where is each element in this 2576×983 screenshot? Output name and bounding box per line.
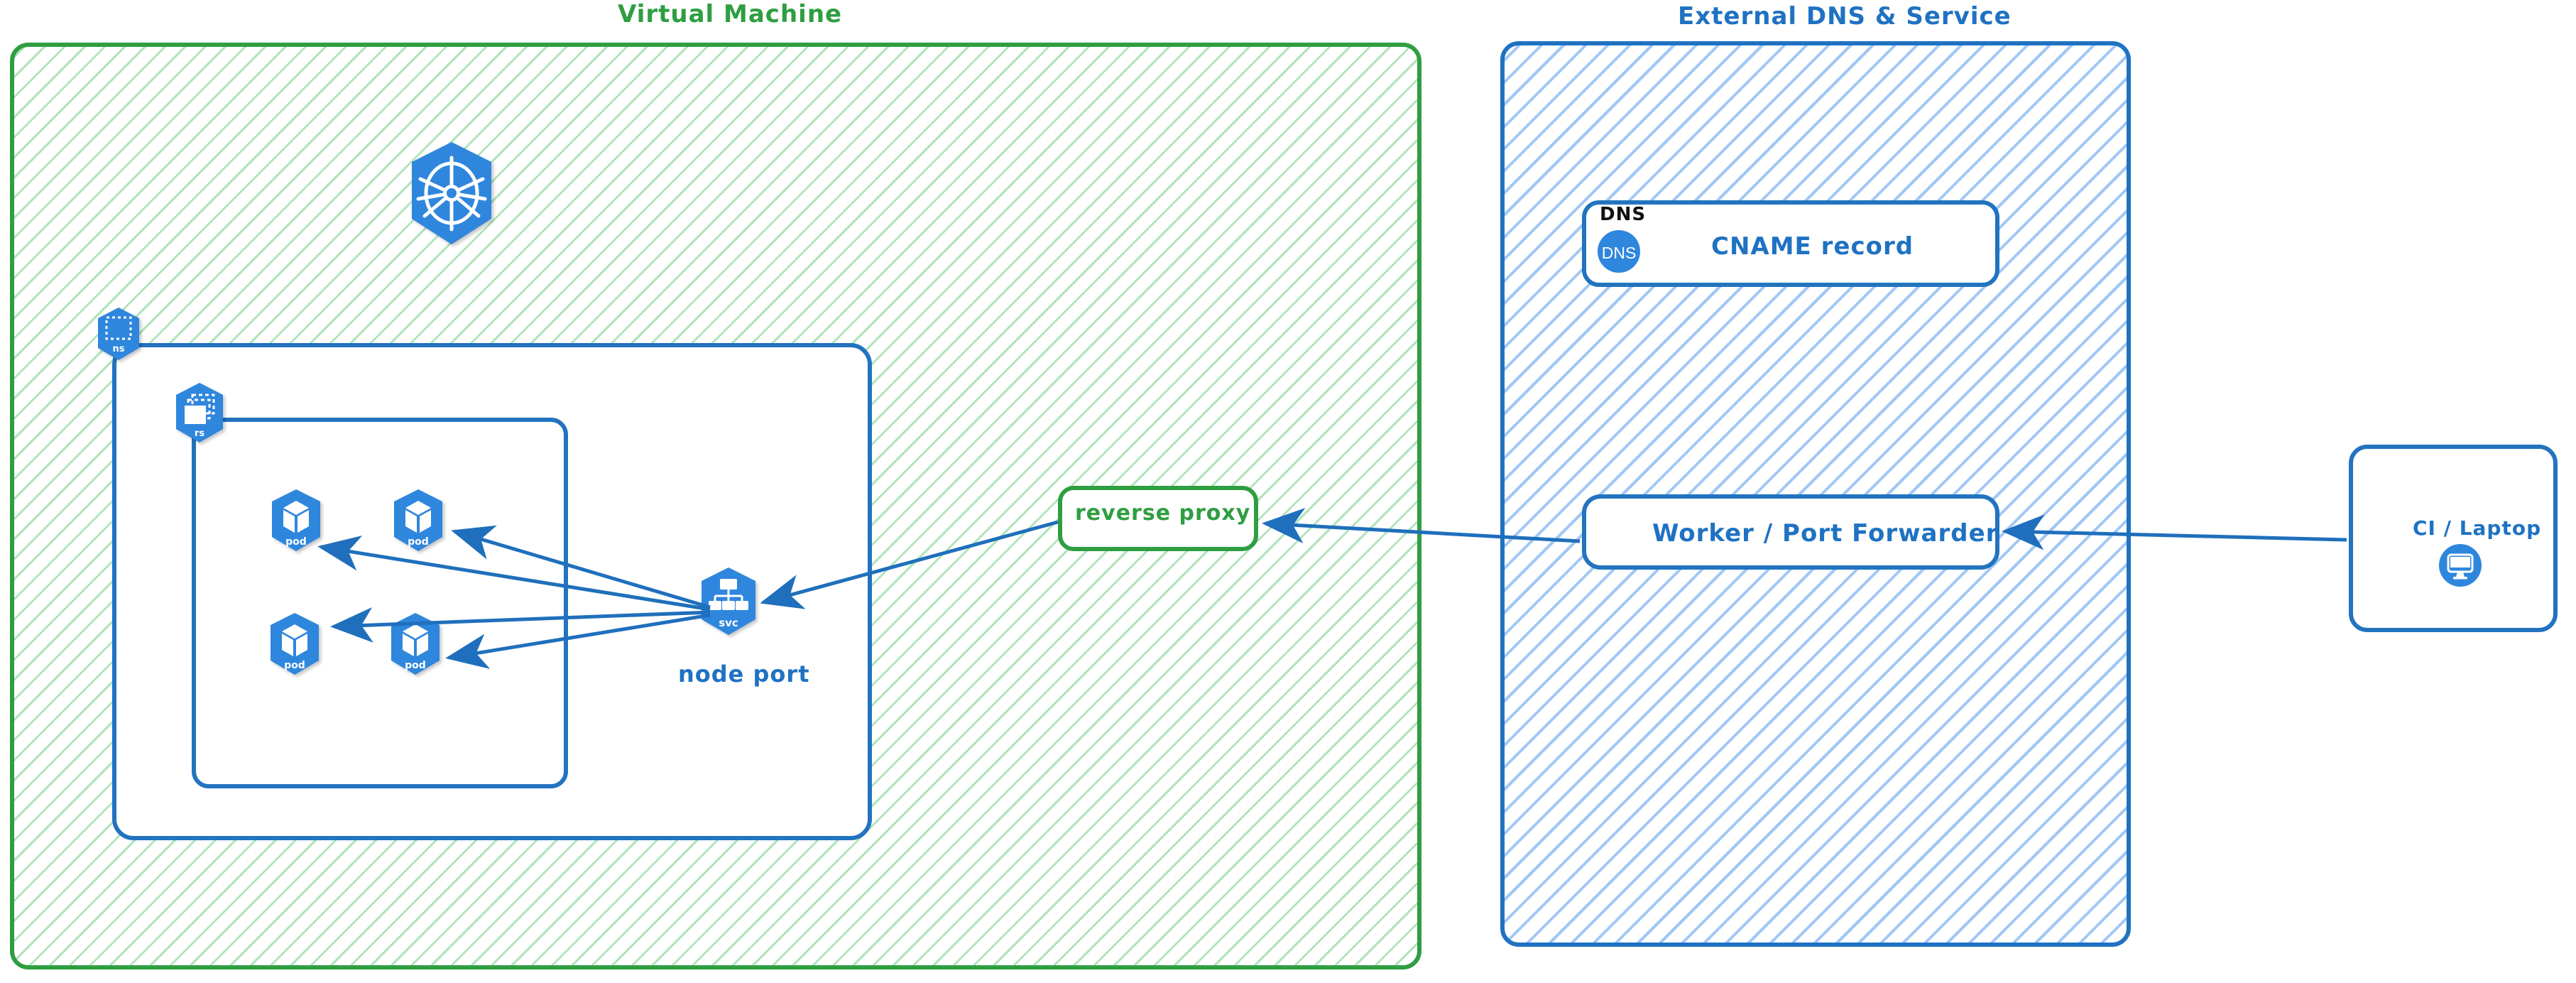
svg-text:rs: rs [195, 428, 204, 439]
pod-icon-2[interactable]: pod [392, 489, 444, 553]
svg-text:pod: pod [284, 660, 305, 671]
external-dns-service-group-title: External DNS & Service [1678, 2, 2012, 31]
svg-text:ns: ns [113, 344, 125, 354]
replicaset-box[interactable] [192, 418, 568, 788]
namespace-icon: ns [96, 307, 141, 361]
svg-text:pod: pod [408, 536, 429, 548]
svg-text:svc: svc [719, 617, 738, 629]
svg-text:pod: pod [405, 660, 426, 671]
monitor-icon [2438, 543, 2482, 590]
replicaset-icon: rs [174, 382, 225, 443]
dns-card[interactable] [1582, 200, 1999, 287]
virtual-machine-group-title: Virtual Machine [618, 0, 843, 28]
service-icon[interactable]: svc [699, 567, 758, 636]
pod-icon-4[interactable]: pod [389, 612, 442, 676]
pod-icon-3[interactable]: pod [268, 612, 321, 676]
ci-laptop-node[interactable] [2349, 445, 2558, 632]
worker-port-forwarder-node[interactable] [1582, 494, 1999, 570]
svg-text:DNS: DNS [1602, 244, 1637, 262]
svg-text:pod: pod [285, 536, 307, 548]
reverse-proxy-node[interactable] [1058, 486, 1258, 551]
external-dns-service-group [1500, 41, 2131, 947]
pod-icon-1[interactable]: pod [270, 489, 322, 553]
kubernetes-logo [408, 141, 495, 246]
dns-icon: DNS [1597, 229, 1641, 276]
